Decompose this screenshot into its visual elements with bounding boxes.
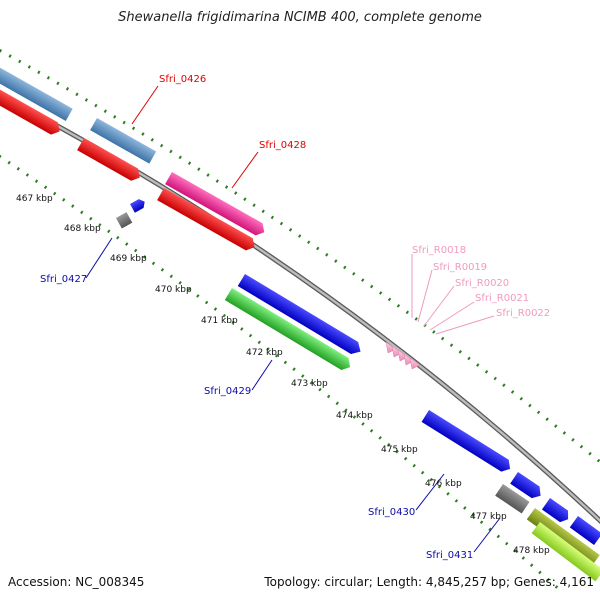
gene-label-sfri-r0021: Sfri_R0021 — [475, 293, 529, 304]
inner-tick-ring — [0, 154, 561, 592]
gene-label-sfri-r0018: Sfri_R0018 — [412, 245, 466, 256]
kbp-label: 476 kbp — [425, 479, 462, 489]
gene-arrow-blue-0430b — [510, 472, 541, 499]
kbp-label: 470 kbp — [155, 285, 192, 295]
map-title: Shewanella frigidimarina NCIMB 400, comp… — [118, 10, 482, 25]
kbp-label: 471 kbp — [201, 316, 238, 326]
gene-arrow-blue-0430 — [421, 410, 511, 472]
gene-label-sfri-0427: Sfri_0427 — [40, 274, 87, 285]
gene-arrow-steel-1 — [0, 62, 73, 121]
kbp-labels: 467 kbp 468 kbp 469 kbp 470 kbp 471 kbp … — [16, 194, 550, 556]
gene-arrow-magenta-0428 — [165, 172, 265, 236]
gene-arrow-blue-0427 — [130, 199, 145, 213]
gene-label-sfri-r0019: Sfri_R0019 — [433, 262, 487, 273]
gene-label-sfri-0431: Sfri_0431 — [426, 550, 473, 561]
gene-label-sfri-0430: Sfri_0430 — [368, 507, 415, 518]
gene-arrow-green-0429 — [224, 288, 351, 371]
gene-arrow-blue-long — [237, 274, 361, 354]
gene-arrow-lime — [531, 522, 600, 582]
gene-arrow-red-0428 — [157, 188, 255, 251]
gene-labels: Sfri_0426 Sfri_0428 Sfri_0427 Sfri_0429 … — [40, 74, 550, 561]
kbp-label: 474 kbp — [336, 411, 373, 421]
kbp-label: 469 kbp — [110, 254, 147, 264]
gene-label-sfri-r0022: Sfri_R0022 — [496, 308, 550, 319]
gene-arrow-red-1 — [0, 84, 60, 135]
gene-arrow-steel-0426 — [90, 118, 157, 164]
topology-footer: Topology: circular; Length: 4,845,257 bp… — [264, 575, 594, 589]
gene-arrow-gray-0427 — [116, 212, 133, 229]
gene-features — [0, 62, 600, 582]
tick-rings — [0, 48, 600, 592]
kbp-label: 477 kbp — [470, 512, 507, 522]
rna-arrows-pink — [385, 341, 421, 370]
leader-lines — [85, 85, 501, 553]
gene-arrow-olive — [526, 508, 600, 567]
kbp-label: 468 kbp — [64, 224, 101, 234]
kbp-label: 475 kbp — [381, 445, 418, 455]
kbp-label: 472 kbp — [246, 348, 283, 358]
accession-footer: Accession: NC_008345 — [8, 575, 145, 589]
gene-arrow-red-0426 — [77, 138, 140, 181]
kbp-label: 467 kbp — [16, 194, 53, 204]
gene-arrow-blue-0430d — [569, 516, 600, 545]
gene-label-sfri-0426: Sfri_0426 — [159, 74, 206, 85]
gene-label-sfri-0428: Sfri_0428 — [259, 140, 306, 151]
gene-arrow-gray-0431 — [495, 484, 530, 514]
outer-tick-ring — [0, 48, 600, 464]
gene-label-sfri-r0020: Sfri_R0020 — [455, 278, 509, 289]
gene-arrow-blue-0430c — [541, 498, 569, 523]
gene-label-sfri-0429: Sfri_0429 — [204, 386, 251, 397]
kbp-label: 478 kbp — [513, 546, 550, 556]
kbp-label: 473 kbp — [291, 379, 328, 389]
